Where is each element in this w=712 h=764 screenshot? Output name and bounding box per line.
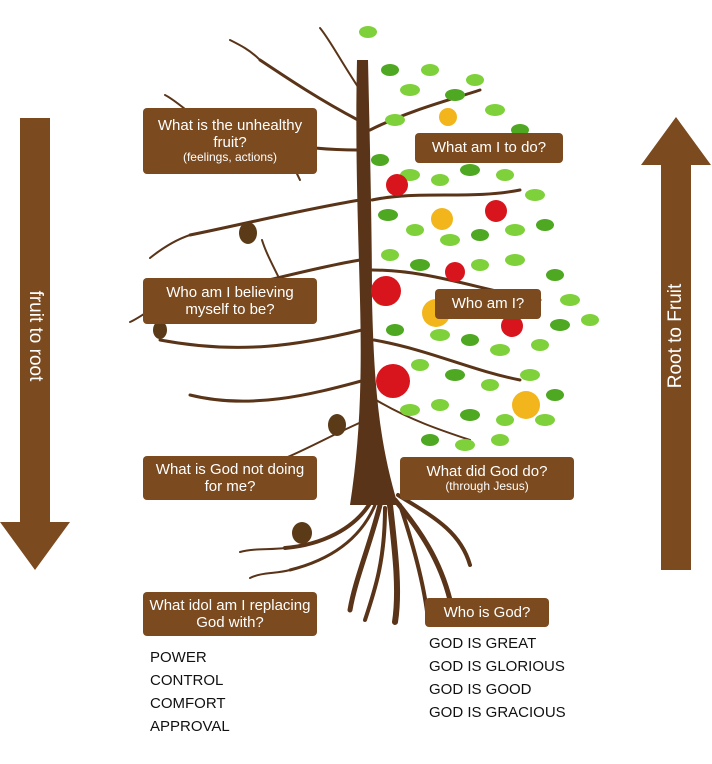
question-text: Who am I believing myself to be? <box>166 283 294 318</box>
up-arrow-icon <box>641 117 711 570</box>
list-item: GOD IS GLORIOUS <box>429 658 565 675</box>
tree-leaves <box>359 26 599 451</box>
question-idol: What idol am I replacing God with? <box>143 592 317 636</box>
list-item: GOD IS GRACIOUS <box>429 704 566 721</box>
question-subtext: (feelings, actions) <box>182 150 278 165</box>
list-item: COMFORT <box>150 695 226 712</box>
question-believing-self: Who am I believing myself to be? <box>143 278 317 324</box>
question-text: What is the unhealthy fruit? <box>157 116 303 152</box>
tree-trunk <box>350 60 398 505</box>
question-what-to-do: What am I to do? <box>415 133 563 163</box>
question-text: What am I to do? <box>431 139 547 157</box>
question-who-am-i: Who am I? <box>435 289 541 319</box>
question-who-is-god: Who is God? <box>425 598 549 627</box>
down-arrow-icon <box>0 118 70 570</box>
question-subtext: (through Jesus) <box>445 479 529 494</box>
idol-list: POWER CONTROL COMFORT APPROVAL <box>150 646 230 738</box>
question-text: Who is God? <box>443 603 531 621</box>
question-text: What did God do? <box>426 462 548 480</box>
root-to-fruit-label: Root to Fruit <box>665 283 686 389</box>
question-text: Who am I? <box>451 295 525 313</box>
list-item: POWER <box>150 649 207 666</box>
question-text: What idol am I replacing God with? <box>149 596 311 631</box>
list-item: CONTROL <box>150 672 224 689</box>
apples <box>371 108 540 419</box>
rotten-fruit <box>153 222 346 544</box>
question-unhealthy-fruit: What is the unhealthy fruit? (feelings, … <box>143 108 317 174</box>
question-what-god-did: What did God do? (through Jesus) <box>400 457 574 500</box>
list-item: GOD IS GOOD <box>429 681 532 698</box>
god-attributes-list: GOD IS GREAT GOD IS GLORIOUS GOD IS GOOD… <box>429 632 566 724</box>
question-god-not-doing: What is God not doing for me? <box>143 456 317 500</box>
list-item: APPROVAL <box>150 718 230 735</box>
list-item: GOD IS GREAT <box>429 635 537 652</box>
fruit-to-root-label: fruit to root <box>25 290 46 382</box>
question-text: What is God not doing for me? <box>155 460 305 495</box>
